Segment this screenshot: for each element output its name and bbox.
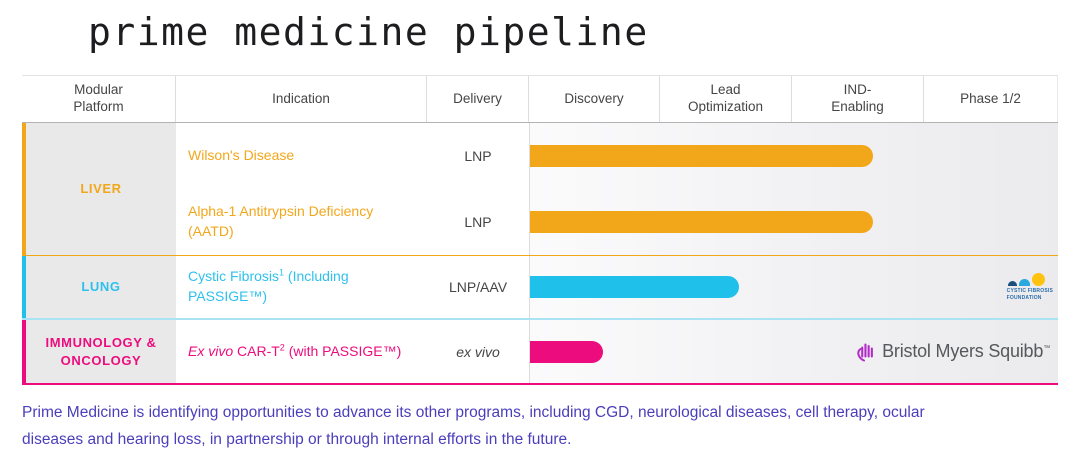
pipeline-bar-car-t — [530, 340, 603, 363]
header-lead-optimization: Lead Optimization — [660, 76, 792, 122]
header-delivery: Delivery — [427, 76, 529, 122]
indication-text: Cystic Fibrosis1 (Including PASSIGE™) — [188, 267, 349, 304]
table-row-car-t: Ex vivo CAR-T2 (with PASSIGE™) ex vivo — [176, 320, 1058, 383]
platform-label-lung: LUNG — [26, 256, 176, 318]
bar-track-aatd — [529, 189, 1058, 255]
footer-line-2: diseases and hearing loss, in partnershi… — [22, 431, 572, 448]
section-liver: LIVER Wilson's Disease LNP Alpha-1 Antit… — [22, 123, 1058, 256]
table-row-aatd: Alpha-1 Antitrypsin Deficiency (AATD) LN… — [176, 189, 1058, 255]
platform-label-immunology-oncology: IMMUNOLOGY & ONCOLOGY — [26, 320, 176, 383]
delivery-aatd: LNP — [427, 189, 529, 255]
bar-track-wilsons — [529, 123, 1058, 189]
indication-car-t: Ex vivo CAR-T2 (with PASSIGE™) — [176, 320, 427, 383]
bar-track-cystic-fibrosis: CYSTIC FIBROSIS FOUNDATION — [529, 256, 1058, 318]
platform-label-liver: LIVER — [26, 123, 176, 255]
table-row-wilsons: Wilson's Disease LNP — [176, 123, 1058, 189]
header-modular-platform: Modular Platform — [22, 76, 176, 122]
indication-aatd: Alpha-1 Antitrypsin Deficiency (AATD) — [176, 189, 427, 255]
bar-track-car-t: Bristol Myers Squibb™ — [529, 320, 1058, 383]
header-indication: Indication — [176, 76, 427, 122]
pipeline-table: Modular Platform Indication Delivery Dis… — [22, 75, 1058, 385]
lung-rows: Cystic Fibrosis1 (Including PASSIGE™) LN… — [176, 256, 1058, 318]
indication-wilsons: Wilson's Disease — [176, 123, 427, 189]
section-immunology-oncology: IMMUNOLOGY & ONCOLOGY Ex vivo CAR-T2 (wi… — [22, 320, 1058, 385]
pipeline-bar-wilsons — [530, 145, 874, 167]
cystic-fibrosis-foundation-logo: CYSTIC FIBROSIS FOUNDATION — [1007, 273, 1053, 301]
indication-text: Alpha-1 Antitrypsin Deficiency (AATD) — [188, 203, 374, 239]
footer-note: Prime Medicine is identifying opportunit… — [22, 399, 1042, 450]
page-title: prime medicine pipeline — [88, 10, 649, 54]
bristol-myers-squibb-logo: Bristol Myers Squibb™ — [856, 340, 1050, 364]
liver-rows: Wilson's Disease LNP Alpha-1 Antitrypsin… — [176, 123, 1058, 255]
cff-yellow-circle-icon — [1031, 273, 1045, 286]
table-row-cystic-fibrosis: Cystic Fibrosis1 (Including PASSIGE™) LN… — [176, 256, 1058, 318]
lung-accent-bar — [22, 256, 26, 318]
pipeline-bar-aatd — [530, 211, 874, 233]
delivery-wilsons: LNP — [427, 123, 529, 189]
cff-logo-shapes — [1007, 273, 1045, 286]
header-discovery: Discovery — [529, 76, 660, 122]
indication-text: Wilson's Disease — [188, 147, 295, 164]
indication-cystic-fibrosis: Cystic Fibrosis1 (Including PASSIGE™) — [176, 256, 427, 318]
indication-text: Ex vivo CAR-T2 (with PASSIGE™) — [188, 342, 402, 359]
immunology-rows: Ex vivo CAR-T2 (with PASSIGE™) ex vivo — [176, 320, 1058, 383]
table-header-row: Modular Platform Indication Delivery Dis… — [22, 76, 1058, 123]
pipeline-bar-cystic-fibrosis — [530, 276, 739, 298]
section-lung: LUNG Cystic Fibrosis1 (Including PASSIGE… — [22, 256, 1058, 320]
cff-logo-text: CYSTIC FIBROSIS FOUNDATION — [1006, 288, 1053, 301]
footer-line-1: Prime Medicine is identifying opportunit… — [22, 404, 925, 421]
immunology-accent-bar — [22, 320, 26, 383]
bms-hand-icon — [857, 343, 874, 361]
footnote-marker-2: 2 — [279, 342, 285, 353]
cff-cyan-dome-icon — [1018, 279, 1030, 286]
bms-logo-text: Bristol Myers Squibb™ — [882, 341, 1050, 361]
bms-trademark: ™ — [1043, 345, 1050, 352]
liver-accent-bar — [22, 123, 26, 255]
delivery-cystic-fibrosis: LNP/AAV — [427, 256, 529, 318]
header-phase-1-2: Phase 1/2 — [924, 76, 1058, 122]
cff-navy-dome-icon — [1007, 281, 1017, 286]
header-ind-enabling: IND- Enabling — [792, 76, 924, 122]
delivery-car-t: ex vivo — [427, 320, 529, 383]
footnote-marker-1: 1 — [279, 267, 285, 278]
